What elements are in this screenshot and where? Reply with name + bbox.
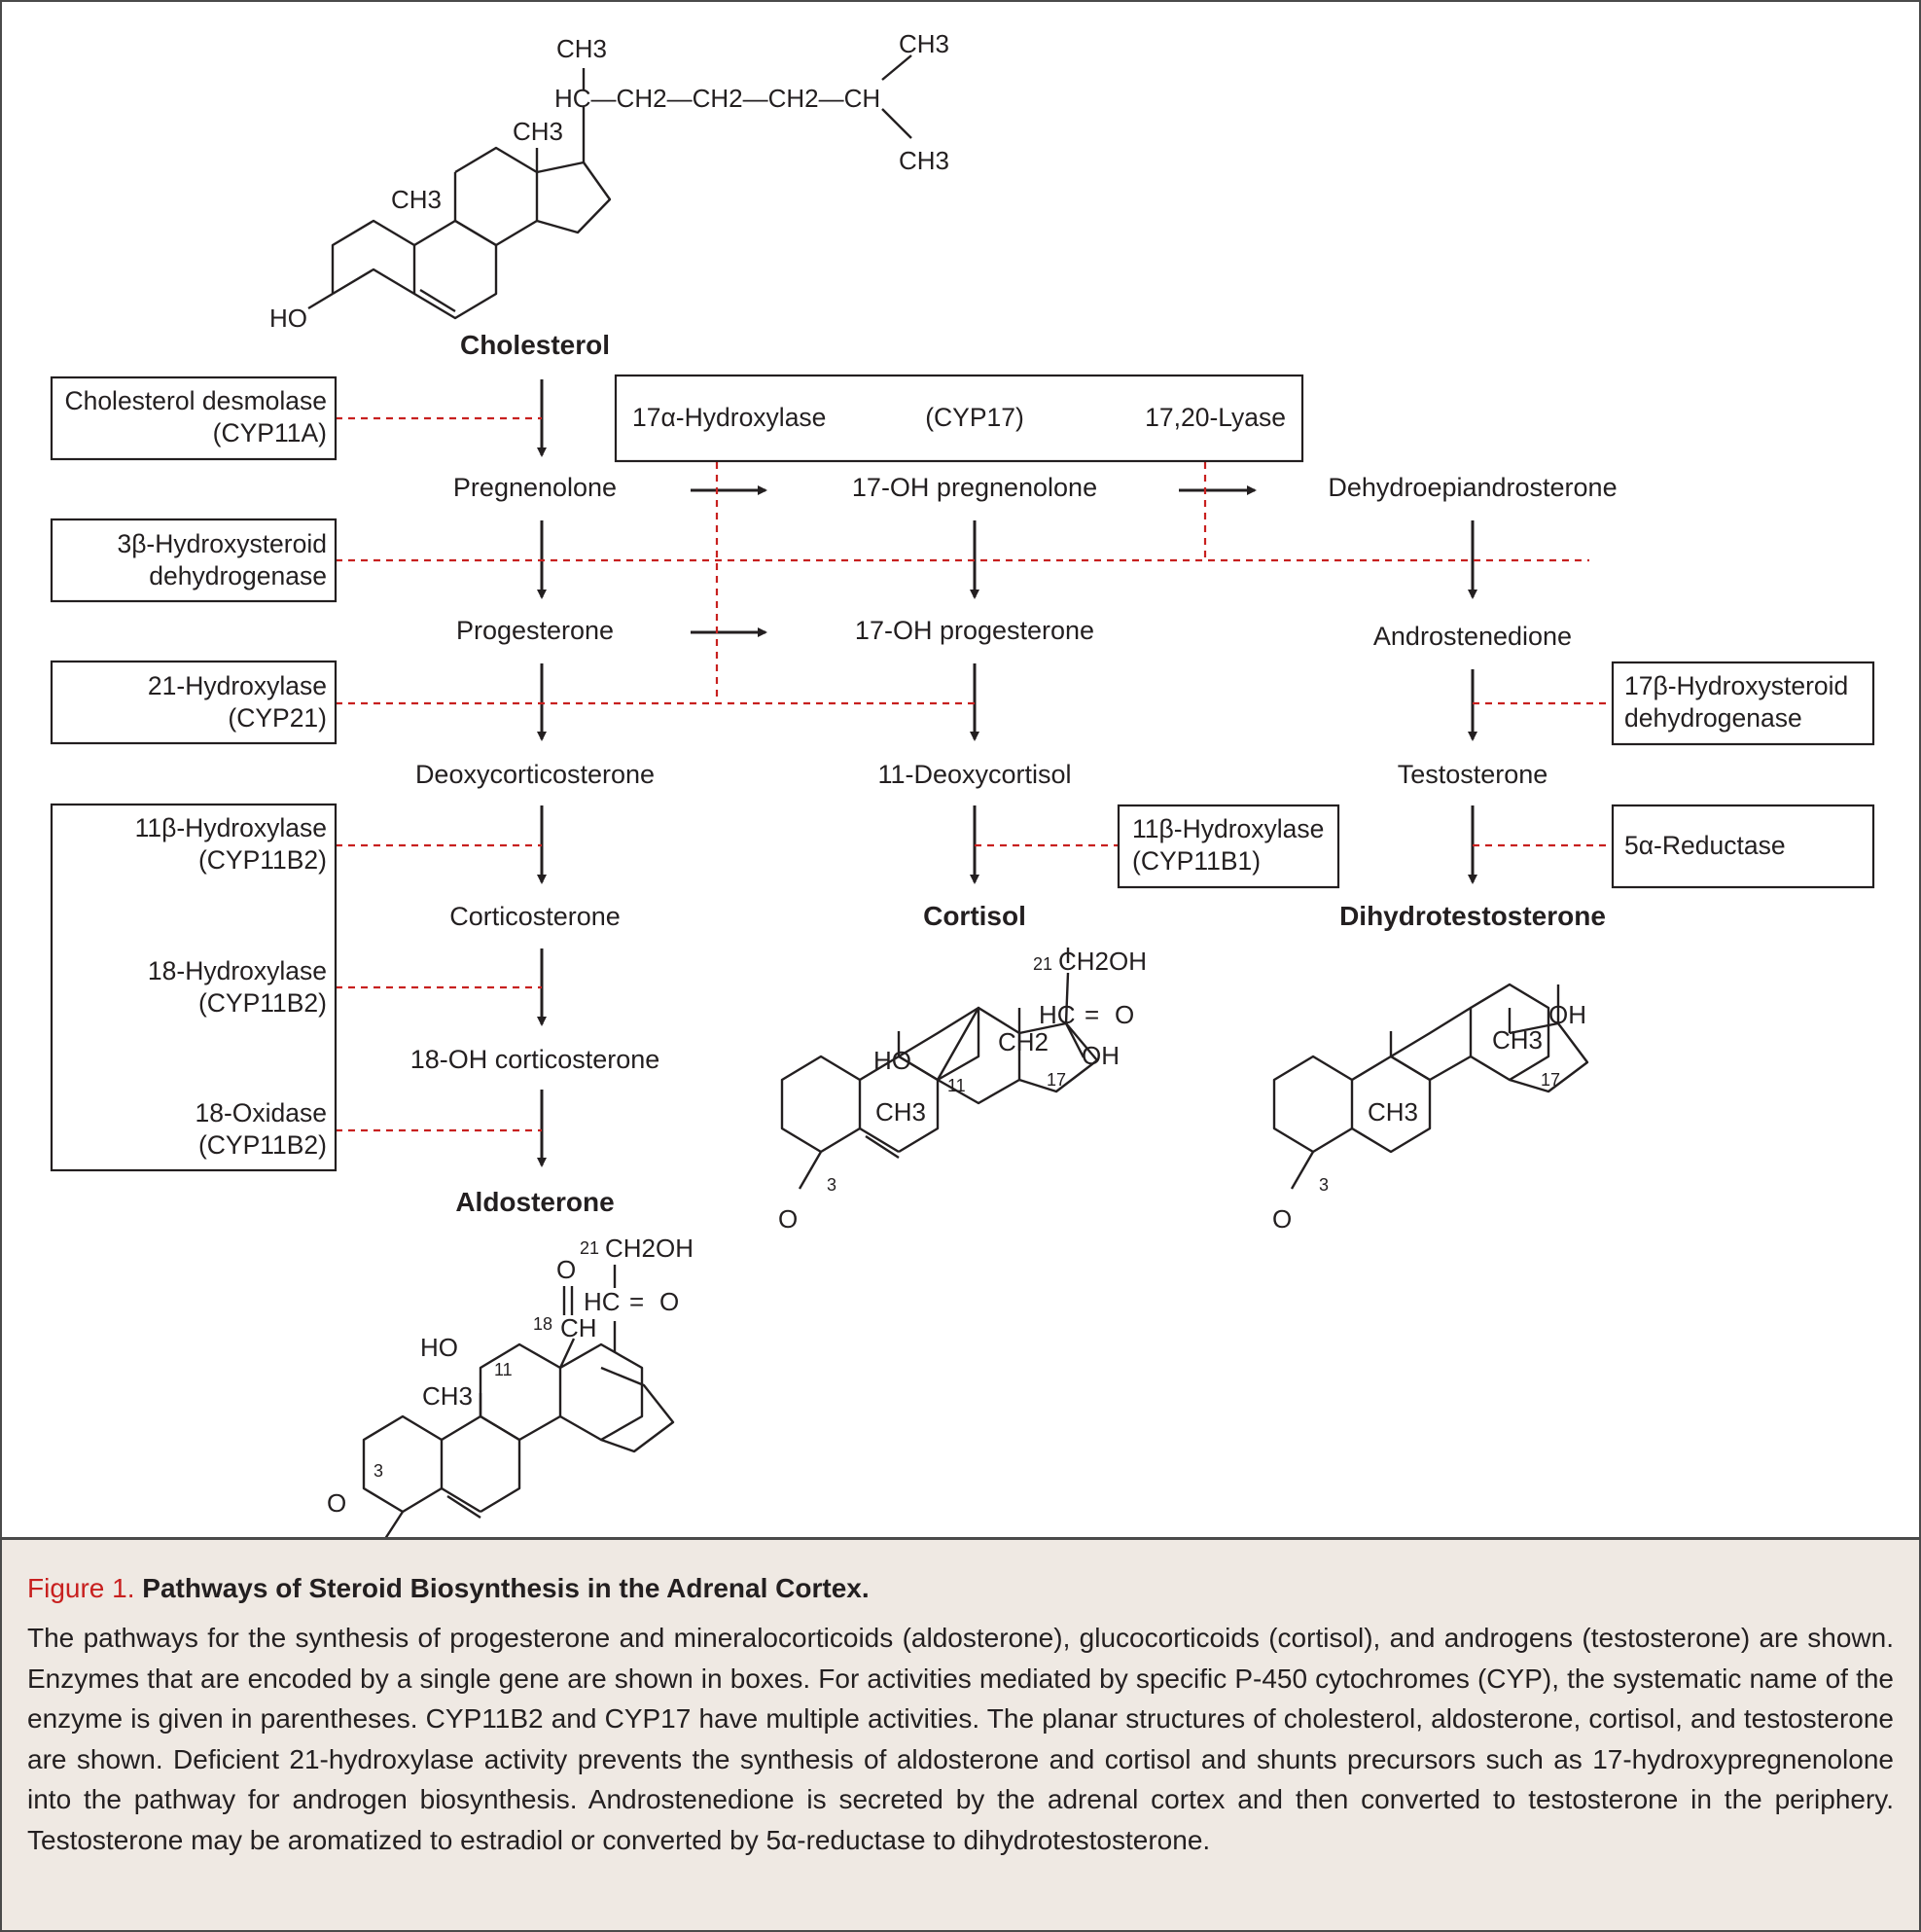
compound-testosterone: Testosterone bbox=[1398, 760, 1548, 789]
compound-progesterone: Progesterone bbox=[456, 616, 614, 645]
compound-aldosterone: Aldosterone bbox=[455, 1187, 614, 1217]
dht-17-oh: OH bbox=[1548, 1000, 1586, 1029]
dht-3-o: O bbox=[1272, 1204, 1292, 1234]
enzyme-desmolase-gene: (CYP11A) bbox=[213, 418, 327, 447]
cortisol-11-ho: HO bbox=[873, 1046, 911, 1075]
cholesterol-c26-methyl: CH3 bbox=[899, 29, 949, 58]
dht-pos17: 17 bbox=[1541, 1070, 1560, 1090]
figure-label: Figure 1. bbox=[27, 1573, 135, 1603]
cortisol-pos3: 3 bbox=[827, 1175, 836, 1195]
cortisol-pos11: 11 bbox=[947, 1076, 966, 1095]
cortisol-pos21: 21 bbox=[1033, 954, 1052, 974]
aldosterone-carbonyl-o: O bbox=[659, 1287, 679, 1316]
compound-corticosterone: Corticosterone bbox=[449, 902, 621, 931]
compound-dhea: Dehydroepiandrosterone bbox=[1328, 473, 1617, 502]
pathway-diagram: HO CH3 CH3 CH3 HC—CH2—CH2—CH2—CH CH3 CH3… bbox=[50, 29, 1875, 1537]
figure-title: Pathways of Steroid Biosynthesis in the … bbox=[142, 1573, 870, 1603]
enzyme-cyp11b1-name: 11β-Hydroxylase bbox=[1132, 814, 1324, 843]
enzyme-5a-reductase: 5α-Reductase bbox=[1624, 831, 1786, 860]
aldosterone-3-o: O bbox=[327, 1488, 346, 1518]
aldosterone-pos11: 11 bbox=[494, 1360, 513, 1379]
cortisol-ch3: CH3 bbox=[875, 1097, 926, 1127]
dht-pos3: 3 bbox=[1319, 1175, 1329, 1195]
enzyme-cyp11b2-18h-gene: (CYP11B2) bbox=[198, 988, 327, 1018]
aldosterone-pos18: 18 bbox=[533, 1314, 552, 1334]
cortisol-17-oh: OH bbox=[1082, 1041, 1120, 1070]
cortisol-hc-o: HC bbox=[1039, 1000, 1076, 1029]
enzyme-17b-hsd-line1: 17β-Hydroxysteroid bbox=[1624, 671, 1848, 700]
enzyme-box-desmolase bbox=[50, 376, 338, 461]
enzyme-cyp11b2-11b-gene: (CYP11B2) bbox=[198, 845, 327, 875]
enzyme-3b-hsd-line1: 3β-Hydroxysteroid bbox=[117, 529, 327, 558]
cortisol-ch2oh: CH2OH bbox=[1058, 947, 1147, 976]
enzyme-cyp21-name: 21-Hydroxylase bbox=[148, 671, 327, 700]
aldosterone-hc: HC bbox=[584, 1287, 621, 1316]
compound-11-deoxycortisol: 11-Deoxycortisol bbox=[877, 760, 1071, 789]
compound-17oh-progesterone: 17-OH progesterone bbox=[855, 616, 1094, 645]
enzyme-3b-hsd-line2: dehydrogenase bbox=[149, 561, 327, 590]
cortisol-structure: 21 CH2OH HC = O CH2 OH 17 HO 11 CH3 3 O bbox=[778, 947, 1147, 1234]
figure-caption: Figure 1. Pathways of Steroid Biosynthes… bbox=[2, 1537, 1919, 1930]
cholesterol-c10-methyl: CH3 bbox=[391, 185, 442, 214]
enzyme-box-cyp11b2 bbox=[50, 803, 338, 1172]
cortisol-3-o: O bbox=[778, 1204, 798, 1234]
cortisol-carbonyl-o: O bbox=[1115, 1000, 1134, 1029]
cholesterol-c13-methyl: CH3 bbox=[513, 117, 563, 146]
aldosterone-pos21: 21 bbox=[580, 1238, 599, 1258]
compound-androstenedione: Androstenedione bbox=[1373, 622, 1572, 651]
enzyme-cyp11b2-18o-name: 18-Oxidase bbox=[195, 1098, 327, 1127]
enzyme-cyp11b2-11b-name: 11β-Hydroxylase bbox=[135, 813, 327, 842]
enzyme-cyp11b1-gene: (CYP11B1) bbox=[1132, 846, 1261, 876]
aldosterone-ch2oh: CH2OH bbox=[605, 1234, 694, 1263]
cortisol-pos17: 17 bbox=[1047, 1070, 1066, 1090]
aldosterone-11-ho: HO bbox=[420, 1333, 458, 1362]
enzyme-cyp11b2-18h-name: 18-Hydroxylase bbox=[148, 956, 327, 985]
enzyme-box-5a-reductase bbox=[1611, 804, 1875, 889]
cholesterol-side-chain: HC—CH2—CH2—CH2—CH bbox=[554, 84, 880, 113]
compound-dihydrotestosterone: Dihydrotestosterone bbox=[1339, 901, 1606, 931]
cortisol-ch2: CH2 bbox=[998, 1027, 1049, 1056]
enzyme-box-3b-hsd bbox=[50, 518, 338, 603]
cholesterol-c27-methyl: CH3 bbox=[899, 146, 949, 175]
cholesterol-structure: HO CH3 CH3 CH3 HC—CH2—CH2—CH2—CH CH3 CH3 bbox=[269, 29, 949, 333]
compound-18oh-corticosterone: 18-OH corticosterone bbox=[410, 1045, 660, 1074]
dihydrotestosterone-structure: OH 17 CH3 CH3 3 O bbox=[1272, 983, 1589, 1234]
enzyme-cyp17-lyase: 17,20-Lyase bbox=[1145, 403, 1286, 432]
pathway-arrows bbox=[537, 379, 1477, 1167]
enzyme-cyp17-hydroxylase: 17α-Hydroxylase bbox=[632, 403, 826, 432]
enzyme-cyp17-gene: (CYP17) bbox=[925, 403, 1024, 432]
compound-17oh-pregnenolone: 17-OH pregnenolone bbox=[852, 473, 1097, 502]
aldosterone-ch: CH bbox=[560, 1313, 597, 1342]
dht-c19-ch3: CH3 bbox=[1368, 1097, 1418, 1127]
enzyme-desmolase-name: Cholesterol desmolase bbox=[64, 386, 327, 415]
enzyme-box-cyp11b1 bbox=[1117, 804, 1340, 889]
caption-body: The pathways for the synthesis of proges… bbox=[27, 1623, 1894, 1855]
aldosterone-structure: 21 CH2OH O HC = O 18 CH HO 11 CH3 3 O bbox=[327, 1234, 694, 1537]
enzyme-box-cyp17 bbox=[614, 374, 1304, 463]
compound-deoxycorticosterone: Deoxycorticosterone bbox=[415, 760, 655, 789]
dht-c18-ch3: CH3 bbox=[1492, 1025, 1543, 1055]
cholesterol-c21-methyl: CH3 bbox=[556, 34, 607, 63]
compound-pregnenolone: Pregnenolone bbox=[453, 473, 617, 502]
enzyme-box-cyp21 bbox=[50, 660, 338, 745]
enzyme-connectors bbox=[336, 416, 1613, 1132]
enzyme-cyp21-gene: (CYP21) bbox=[228, 703, 327, 733]
caption-title-line: Figure 1. Pathways of Steroid Biosynthes… bbox=[27, 1569, 1894, 1608]
cholesterol-ho: HO bbox=[269, 304, 307, 333]
enzyme-17b-hsd-line2: dehydrogenase bbox=[1624, 703, 1802, 733]
compound-cortisol: Cortisol bbox=[923, 901, 1026, 931]
aldosterone-18-o: O bbox=[556, 1255, 576, 1284]
aldosterone-carbonyl-eq: = bbox=[629, 1287, 644, 1316]
compound-cholesterol: Cholesterol bbox=[460, 330, 610, 360]
enzyme-box-17b-hsd bbox=[1611, 661, 1875, 746]
cortisol-carbonyl-eq: = bbox=[1085, 1000, 1099, 1029]
aldosterone-ch3: CH3 bbox=[422, 1381, 473, 1411]
enzyme-cyp11b2-18o-gene: (CYP11B2) bbox=[198, 1130, 327, 1160]
aldosterone-pos3: 3 bbox=[374, 1461, 383, 1481]
